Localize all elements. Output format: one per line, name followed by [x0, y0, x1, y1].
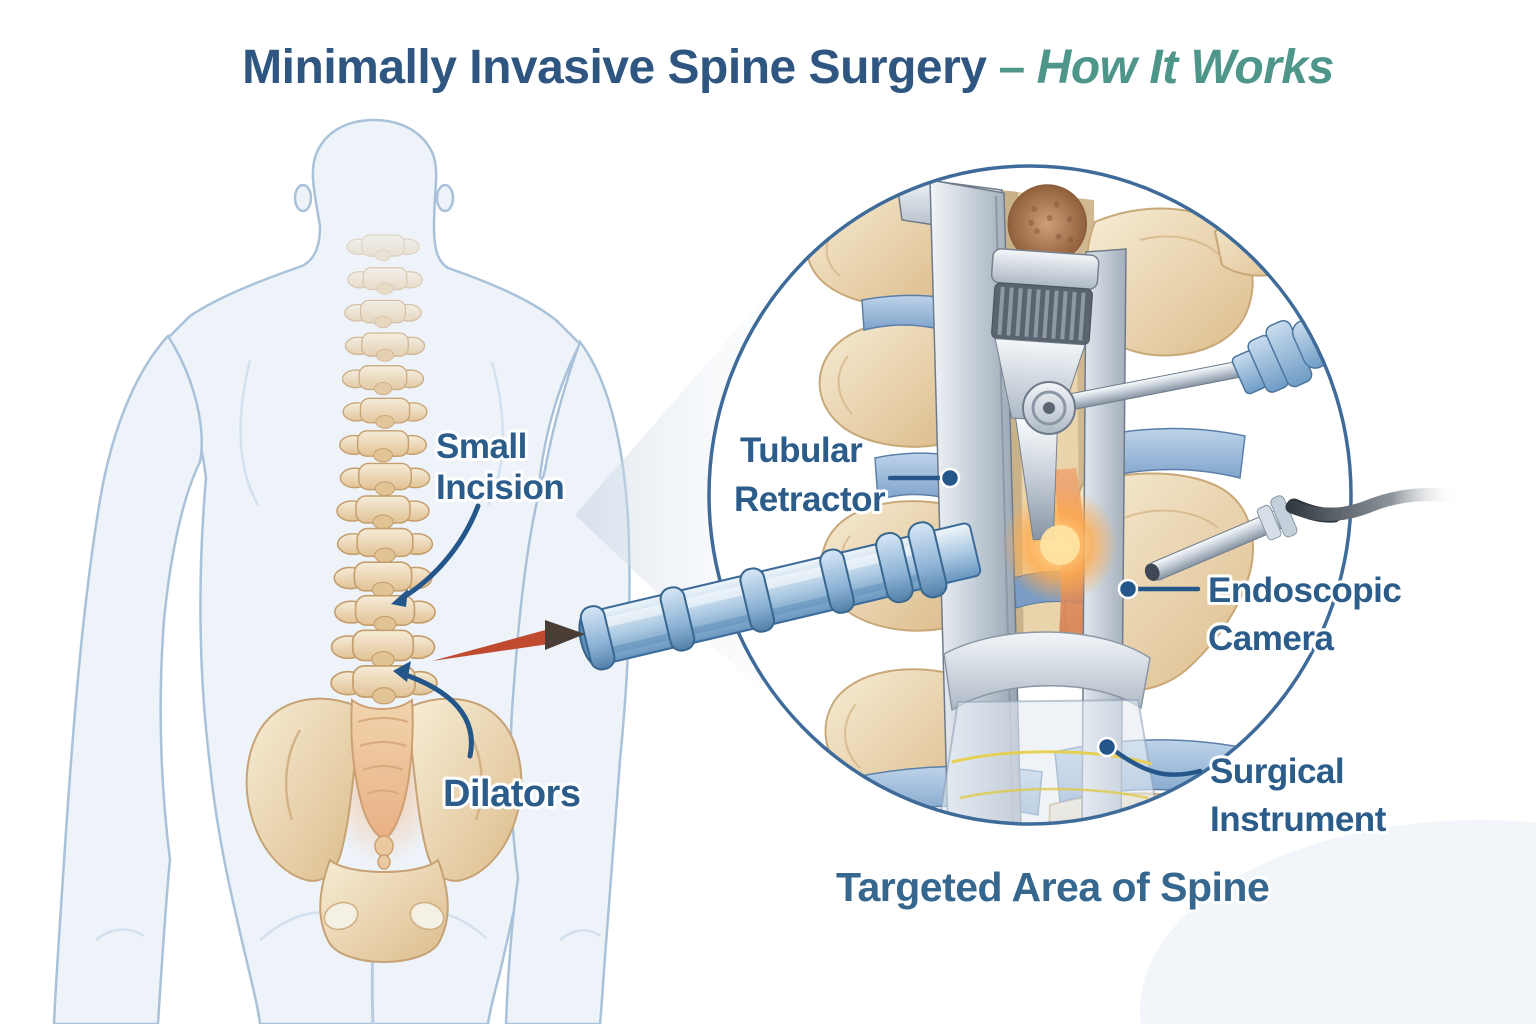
pelvis: [245, 697, 523, 963]
disc: [861, 294, 946, 331]
label-targeted-area: Targeted Area of Spine: [836, 864, 1269, 910]
leader-surgical-instrument: [1112, 748, 1203, 777]
left-arm: [52, 333, 203, 1024]
page-title-sub: How It Works: [1036, 41, 1335, 94]
leader-dot-surgical-instrument: [1096, 736, 1118, 758]
sacrum: [350, 698, 414, 840]
magnifier-circle-border: [707, 164, 1353, 826]
leader-lines: [397, 475, 1203, 777]
label-tubular-retractor-line2: Retractor: [734, 480, 886, 519]
label-dilators: Dilators: [443, 773, 580, 815]
coccyx-tip: [377, 854, 391, 870]
dilator-ribs: [579, 521, 948, 671]
endoscope-tip: [1144, 563, 1160, 581]
label-small-incision-line1: Small: [436, 427, 527, 466]
right-iliac-wing: [411, 697, 523, 882]
label-surgical-instrument-line1: Surgical: [1210, 752, 1344, 791]
left-iliac-wing: [245, 697, 357, 882]
coccyx: [374, 835, 394, 857]
label-small-incision-line2: Incision: [436, 468, 564, 507]
disc: [1089, 427, 1246, 481]
leader-small-incision: [399, 503, 481, 601]
lower-pelvis: [319, 858, 449, 963]
endoscope-collar: [1270, 495, 1298, 538]
obturator-foramen: [409, 901, 445, 931]
vertebrae-right-shading: [1119, 235, 1223, 529]
sacral-segments: [357, 717, 409, 795]
dilator-probe: [578, 521, 982, 671]
endoscope-collar: [1256, 504, 1282, 541]
background-wash: [1140, 820, 1536, 1024]
left-ear: [293, 183, 313, 213]
label-tubular-retractor-line1: Tubular: [740, 431, 863, 470]
endoscope-shaft: [1144, 495, 1298, 581]
magnified-view: [805, 175, 1351, 824]
iliac-shading: [284, 729, 302, 821]
page-title: Minimally Invasive Spine Surgery–How It …: [0, 40, 1536, 95]
glow-core: [1040, 525, 1080, 565]
label-surgical-instrument-line2: Instrument: [1210, 800, 1387, 839]
camera-knurl: [991, 282, 1093, 346]
arrow-head: [545, 620, 585, 650]
pivot-center: [1043, 402, 1055, 414]
nerve-line: [959, 787, 1149, 800]
arrowhead-small-incision: [391, 589, 408, 607]
endoscope-cable: [1285, 488, 1465, 523]
pointer-arrow: [432, 620, 585, 661]
label-endoscopic-camera-line1: Endoscopic: [1208, 571, 1401, 610]
knurl-ridges: [997, 286, 1086, 341]
page-title-main: Minimally Invasive Spine Surgery: [242, 41, 987, 94]
leader-dot-endoscopic-camera: [1117, 578, 1139, 600]
arrowhead-dilators: [393, 661, 411, 682]
knob-texture: [1028, 201, 1074, 243]
retractor-tube-translucent: [936, 698, 1162, 824]
leader-dilators: [397, 670, 474, 759]
page-title-separator: –: [998, 41, 1025, 94]
retractor-collar: [943, 631, 1151, 712]
right-ear: [435, 183, 455, 213]
pivot-ring: [1031, 390, 1067, 426]
obturator-foramen: [323, 901, 359, 931]
arrow-shaft: [432, 629, 549, 661]
label-endoscopic-camera-line2: Camera: [1208, 619, 1334, 658]
leader-dot-tubular-retractor: [939, 467, 961, 489]
